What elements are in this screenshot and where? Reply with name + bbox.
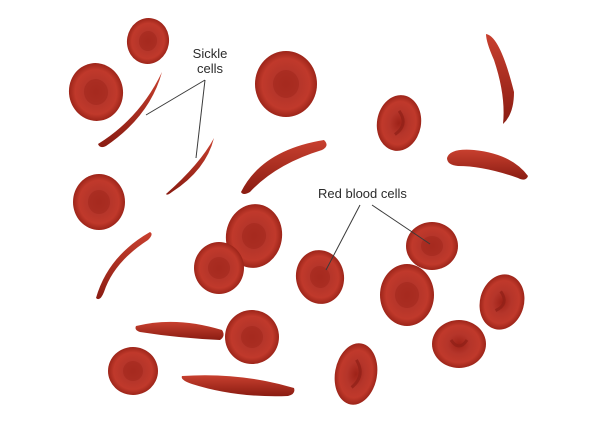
- sickle-leader-line: [145, 79, 206, 116]
- red-blood-cell: [73, 174, 125, 230]
- leader-lines: [145, 79, 431, 271]
- sickle-cells: [96, 34, 528, 397]
- rbc-leader-line: [325, 204, 361, 271]
- rbc-leader-line: [371, 204, 431, 245]
- red-blood-cell: [432, 320, 486, 368]
- red-blood-cell: [334, 343, 378, 405]
- red-blood-cell: [225, 310, 279, 364]
- normal-red-blood-cells: [68, 18, 525, 405]
- red-blood-cell: [380, 264, 434, 326]
- red-blood-cell: [126, 18, 170, 64]
- red-blood-cell: [194, 242, 244, 294]
- sickle-cell: [166, 138, 214, 195]
- red-blood-cell: [406, 222, 458, 270]
- red-blood-cell: [479, 274, 525, 330]
- sickle-label-line2: cells: [196, 61, 223, 76]
- sickle-label-line1: Sickle: [192, 46, 228, 61]
- sickle-leader-line: [195, 79, 206, 159]
- red-blood-cell: [108, 347, 158, 395]
- red-blood-cell: [295, 250, 345, 304]
- red-blood-cell: [376, 95, 422, 151]
- sickle-cell: [96, 232, 152, 300]
- red-blood-cell: [68, 63, 124, 121]
- sickle-cell: [486, 34, 514, 124]
- sickle-cell: [135, 321, 224, 340]
- sickle-cell: [241, 140, 327, 194]
- sickle-cell: [447, 149, 528, 180]
- sickle-cell: [181, 375, 295, 397]
- sickle-cells-label: Sickle cells: [180, 46, 240, 76]
- red-blood-cell: [225, 204, 283, 268]
- red-blood-cells-label: Red blood cells: [318, 186, 407, 201]
- red-blood-cell: [255, 51, 317, 117]
